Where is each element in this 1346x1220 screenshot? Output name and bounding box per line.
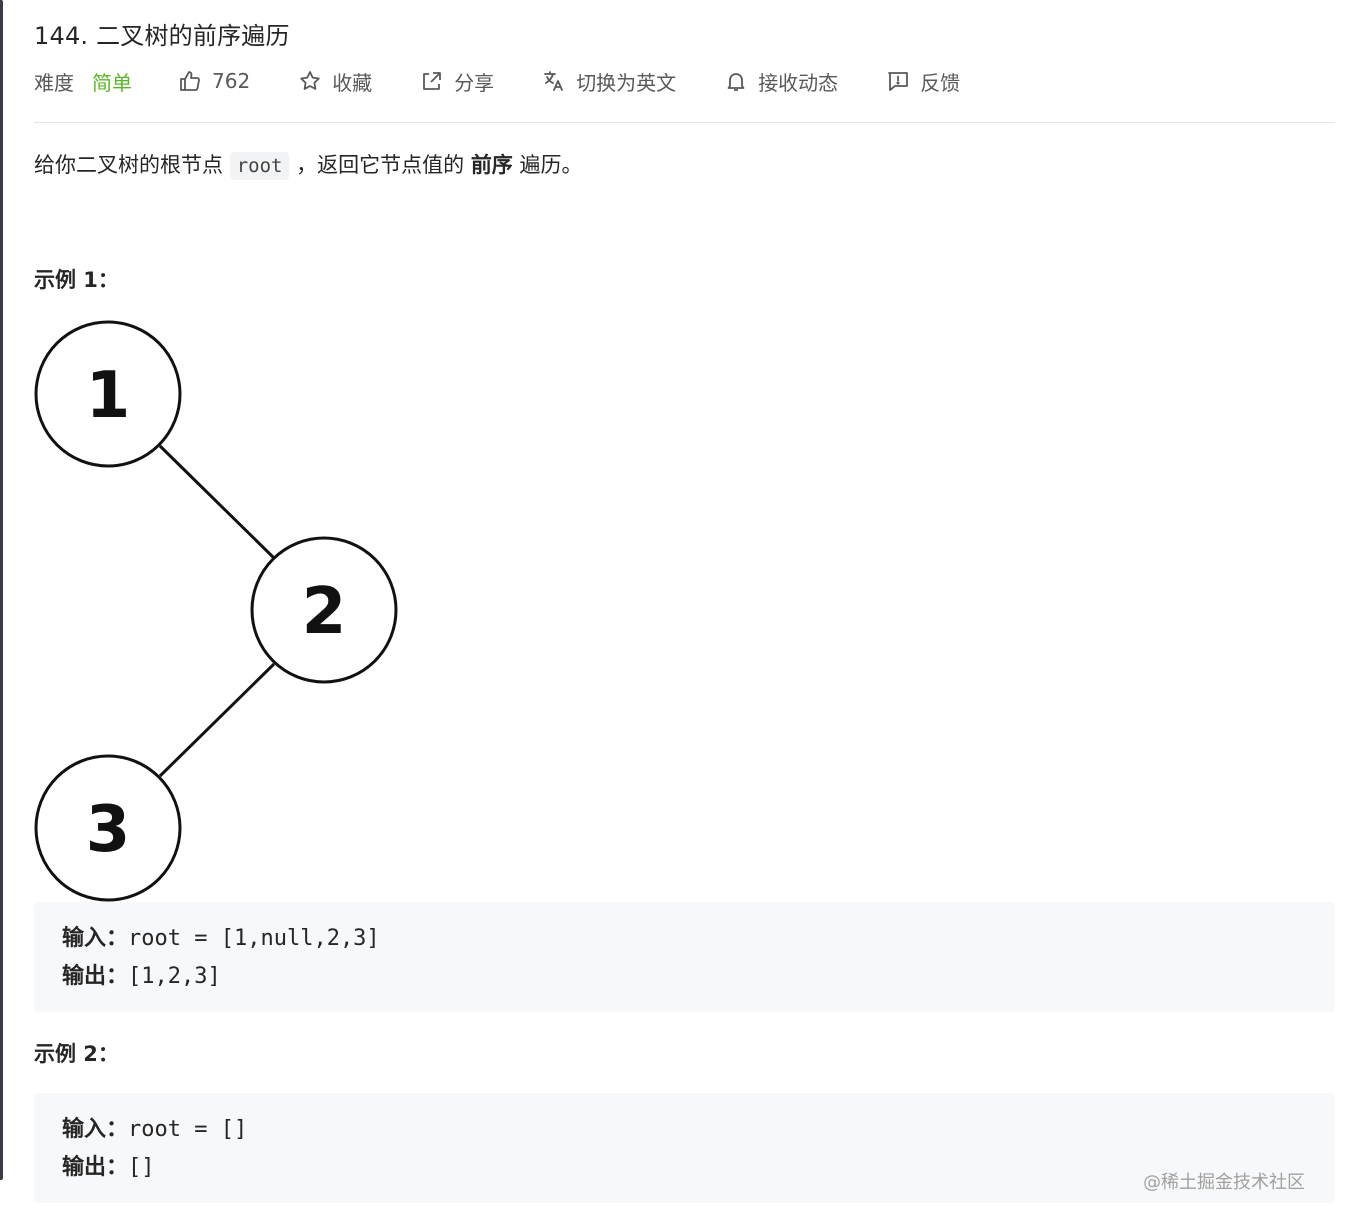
- example-1-input-line: 输入：root = [1,null,2,3]: [62, 920, 1307, 958]
- example-2-input-label: 输入：: [62, 1117, 129, 1142]
- star-icon: [300, 71, 320, 90]
- problem-title: 144. 二叉树的前序遍历: [34, 22, 290, 50]
- tree-edge-1-2: [158, 444, 276, 560]
- inline-code-root: root: [229, 152, 290, 180]
- problem-description: 给你二叉树的根节点 root ，返回它节点值的 前序 遍历。: [34, 148, 583, 183]
- feedback-icon: [888, 72, 909, 91]
- like-count: 762: [212, 69, 251, 93]
- example-1-heading: 示例 1：: [34, 268, 119, 292]
- share-label: 分享: [454, 70, 495, 95]
- feedback-label: 反馈: [920, 70, 961, 95]
- example-2-input-line: 输入：root = []: [62, 1111, 1307, 1149]
- favorite-label: 收藏: [332, 70, 373, 95]
- example-2-output-line: 输出：[]: [62, 1149, 1307, 1187]
- share-button[interactable]: 分享: [420, 67, 494, 96]
- like-button[interactable]: 762: [178, 69, 250, 93]
- translate-label: 切换为英文: [576, 70, 677, 95]
- example-1-output-label: 输出：: [62, 964, 129, 989]
- example-1-tree-image: 1 2 3: [34, 318, 404, 904]
- example-1-output-line: 输出：[1,2,3]: [62, 958, 1307, 996]
- example-2-output-value: []: [128, 1155, 155, 1180]
- example-1-output-value: [1,2,3]: [128, 964, 221, 989]
- tree-node-1-label: 1: [86, 359, 131, 433]
- description-text-2: ，返回它节点值的: [289, 153, 471, 177]
- tree-node-3: [34, 754, 182, 902]
- problem-meta-bar: 难度 简单 762 收藏 分享: [34, 64, 1008, 98]
- translate-button[interactable]: 切换为英文: [542, 67, 676, 96]
- tree-node-2-label: 2: [302, 575, 347, 649]
- feedback-button[interactable]: 反馈: [886, 67, 960, 96]
- example-2-heading: 示例 2：: [34, 1042, 119, 1066]
- bell-icon: [727, 73, 745, 91]
- difficulty-label: 难度: [34, 70, 74, 95]
- example-1-io-block: 输入：root = [1,null,2,3] 输出：[1,2,3]: [34, 902, 1335, 1012]
- example-2-output-label: 输出：: [62, 1155, 129, 1180]
- subscribe-button[interactable]: 接收动态: [724, 67, 838, 96]
- subscribe-label: 接收动态: [758, 70, 839, 95]
- binary-tree-diagram: 1 2 3: [34, 320, 398, 902]
- difficulty-badge: 简单: [92, 70, 132, 95]
- translate-icon: [544, 71, 564, 91]
- description-bold: 前序: [470, 153, 513, 177]
- tree-edge-2-3: [158, 662, 276, 778]
- example-1-input-value: root = [1,null,2,3]: [128, 926, 380, 951]
- share-icon: [423, 72, 442, 90]
- example-2-input-value: root = []: [128, 1117, 248, 1142]
- tree-node-1: [34, 320, 182, 468]
- description-text-1: 给你二叉树的根节点: [34, 153, 230, 177]
- watermark: @稀土掘金技术社区: [1143, 1172, 1305, 1193]
- example-1-input-label: 输入：: [62, 926, 129, 951]
- favorite-button[interactable]: 收藏: [298, 67, 372, 96]
- header-divider: [34, 122, 1335, 123]
- tree-node-3-label: 3: [86, 793, 131, 867]
- thumbs-up-icon: [180, 71, 200, 91]
- example-2-io-block: 输入：root = [] 输出：[]: [34, 1093, 1335, 1203]
- tree-node-2: [250, 536, 398, 684]
- window-edge: [0, 0, 3, 1180]
- description-text-3: 遍历。: [512, 153, 583, 177]
